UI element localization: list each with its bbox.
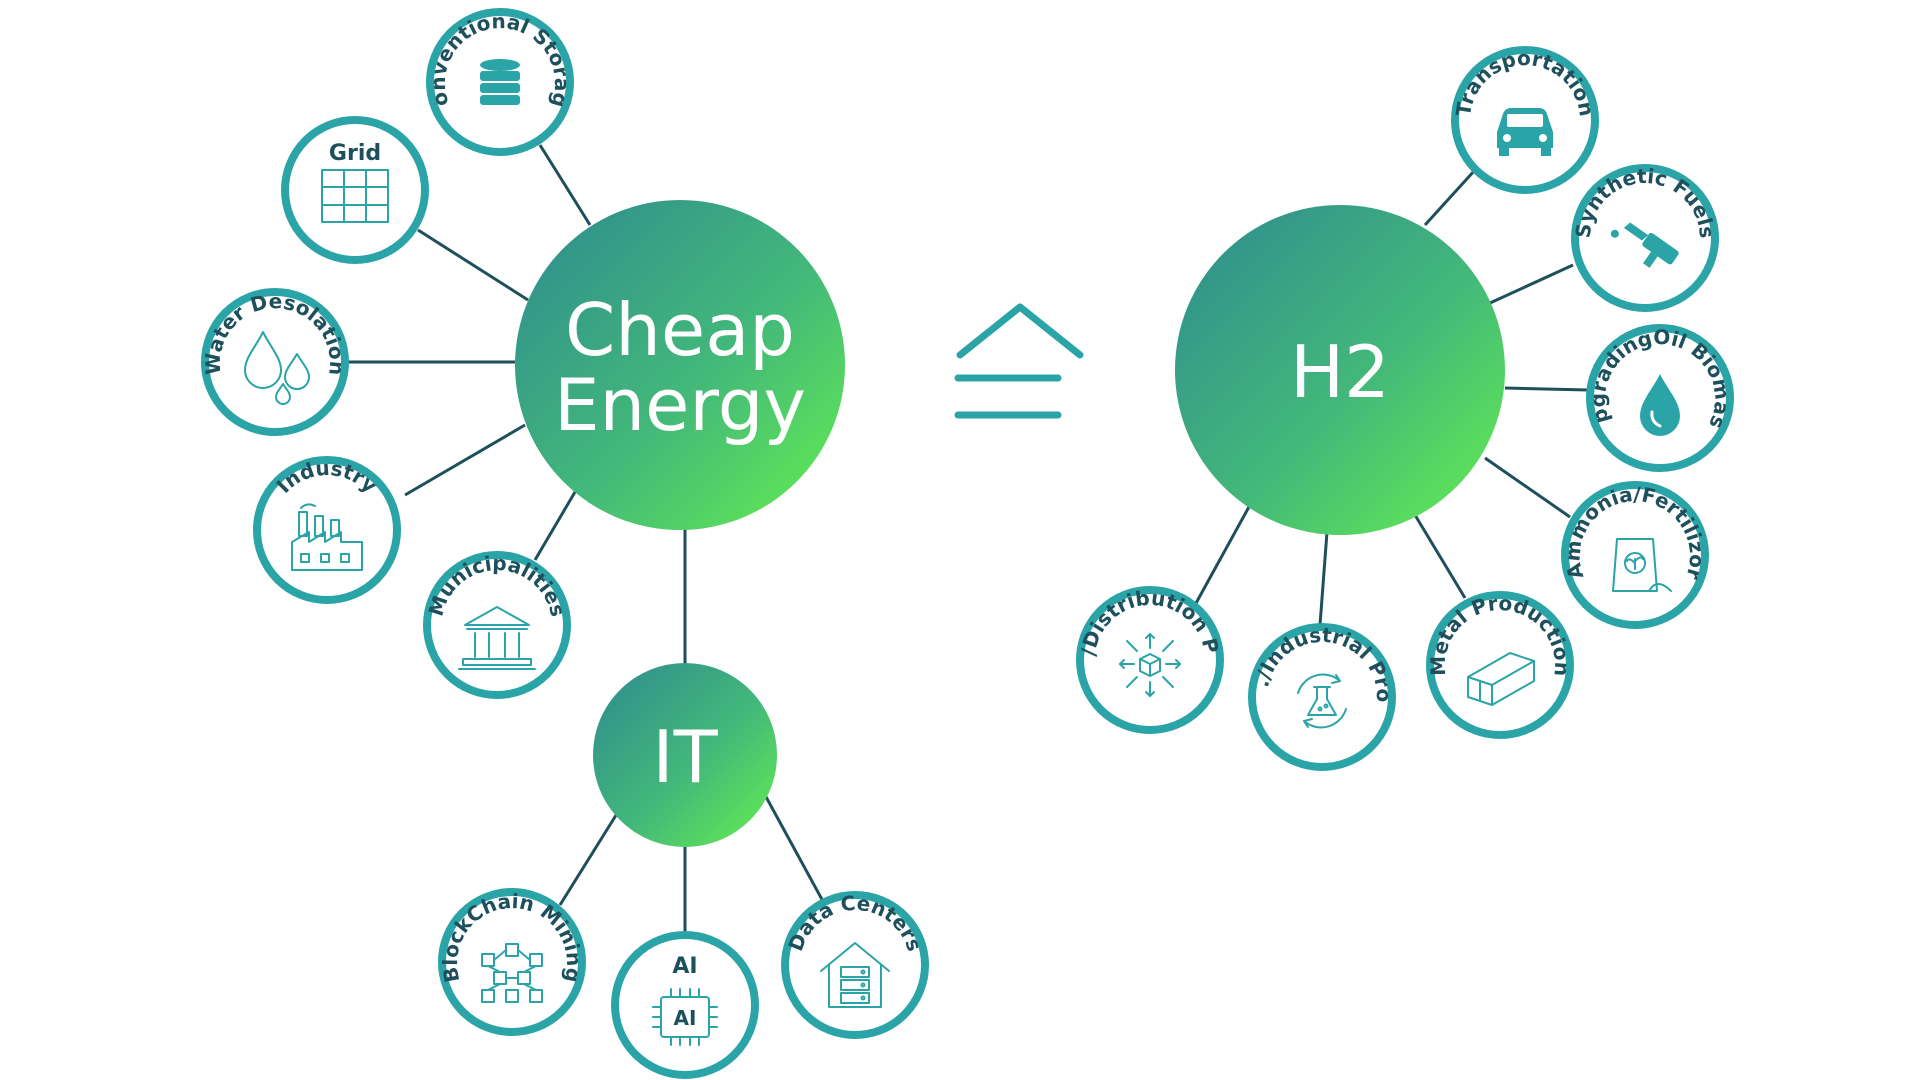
grid-icon (321, 169, 389, 223)
fertilizer-bag-icon (1612, 538, 1672, 592)
connector-blockchain (558, 811, 620, 906)
node-ai: AI AI (611, 931, 759, 1079)
connector-data-centers (763, 794, 827, 906)
hub-cheap-energy-line2: Energy (554, 363, 806, 447)
connector-conventional-storage (538, 144, 592, 226)
node-ring (426, 8, 574, 156)
hub-cheap-energy-circle (515, 200, 845, 530)
node-water-desolation: Water Desolation (201, 288, 349, 436)
connector-synthetic-fuels (1489, 263, 1574, 305)
node-blockchain-mining: BlockChain Mining (438, 888, 586, 1036)
node-ring (1426, 591, 1574, 739)
fuel-nozzle-icon (1610, 222, 1679, 268)
node-ring (611, 931, 759, 1079)
node-ring (1248, 623, 1396, 771)
node-municipalities: Municipalities (423, 551, 571, 699)
hub-cheap-energy-line1: Cheap (565, 288, 795, 372)
node-grid: Grid (281, 116, 429, 264)
node-ammonia-fertilizor: Ammonia/Fertilizor (1560, 481, 1709, 629)
database-icon (480, 59, 520, 105)
distribution-cube-icon (1119, 633, 1181, 697)
connector-metal (1413, 514, 1467, 599)
node-heat-distribution-power: Heat/Distribution Power (1076, 586, 1224, 734)
connector-industry (404, 423, 526, 497)
node-data-centers: Data Centers (781, 891, 929, 1039)
ai-chip-icon: AI (652, 988, 718, 1046)
equivalence-symbol-text: ≙ (1010, 359, 1011, 361)
node-ai-label: AI (672, 954, 697, 979)
connector-upgrading-oil (1504, 386, 1589, 392)
node-metal-production: Metal Production (1426, 591, 1574, 739)
node-chem-industrial-process: Chem./Industrial Process (1248, 623, 1396, 771)
hub-it-circle (593, 663, 777, 847)
hub-h2: H2 (1175, 205, 1505, 535)
water-drops-icon (244, 331, 310, 405)
equivalence-caret (956, 303, 1084, 359)
node-ring (438, 888, 586, 1036)
connector-ammonia (1484, 456, 1571, 519)
node-conventional-storage: Conventional Storage (426, 8, 574, 156)
node-ring (1076, 586, 1224, 734)
node-transportation: Transportation (1451, 46, 1599, 194)
node-ring (1571, 164, 1719, 312)
hub-it: IT (593, 663, 777, 847)
connectors (348, 144, 1589, 933)
government-building-icon (458, 606, 536, 670)
node-ring (281, 116, 429, 264)
factory-icon (291, 503, 363, 571)
node-upgrading-oil-biomass: UpgradingOil Biomass (1586, 324, 1735, 472)
hub-h2-circle (1175, 205, 1505, 535)
connector-transportation (1423, 168, 1477, 227)
ai-chip-text: AI (674, 1006, 697, 1030)
node-synthetic-fuels: Synthetic Fuels (1571, 164, 1719, 312)
blockchain-cubes-icon (481, 943, 543, 1003)
connector-municipalities (533, 491, 577, 561)
node-ring (781, 891, 929, 1039)
equivalence-symbol: ≙ (954, 303, 1084, 419)
server-house-icon (820, 942, 890, 1008)
connector-grid (417, 228, 529, 302)
hub-it-label: IT (652, 715, 718, 799)
connector-heat (1193, 504, 1252, 606)
hub-cheap-energy: Cheap Energy (515, 200, 845, 530)
car-icon (1497, 108, 1553, 156)
connector-chem (1318, 531, 1329, 626)
flask-cycle-icon (1297, 673, 1347, 729)
steel-beam-icon (1467, 652, 1535, 706)
node-industry: Industry (253, 456, 401, 604)
oil-drop-icon (1640, 374, 1680, 436)
hub-h2-label: H2 (1290, 330, 1390, 414)
node-grid-label: Grid (329, 141, 381, 166)
node-ring (201, 288, 349, 436)
